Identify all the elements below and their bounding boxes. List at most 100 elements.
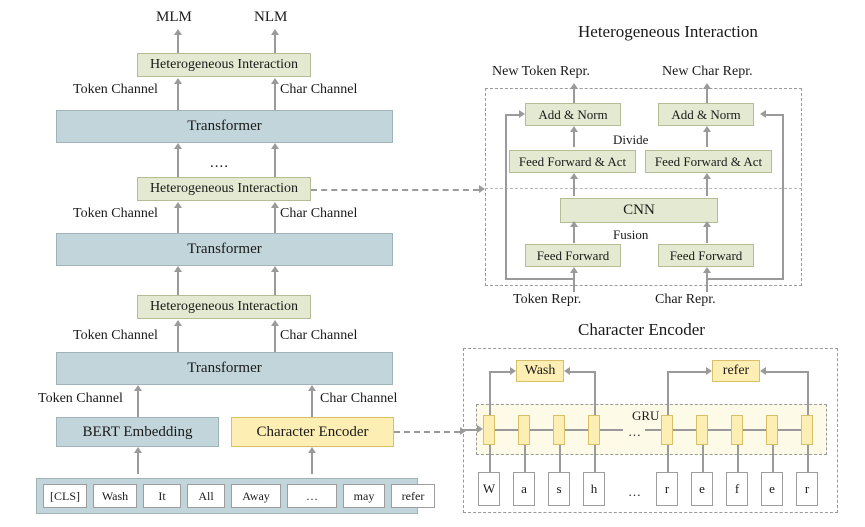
arrow-head-t1-right (271, 78, 279, 84)
char-cell[interactable]: r (796, 472, 818, 506)
wash-agg-left-hline (489, 371, 510, 373)
gru-cell[interactable] (766, 415, 778, 445)
arrow-head-nlm (271, 29, 279, 35)
char-row-ellipsis: … (628, 484, 642, 499)
arrow-line-new-token (573, 88, 575, 106)
gru-cell[interactable] (588, 415, 600, 445)
arrow-head-t3-left (174, 320, 182, 326)
char-cell[interactable]: s (548, 472, 570, 506)
interaction-panel-title: Heterogeneous Interaction (578, 22, 758, 41)
arrow-line-nlm (274, 34, 276, 53)
char-to-gru-line (702, 445, 704, 472)
char-cell[interactable]: r (656, 472, 678, 506)
gru-row-ellipsis: … (628, 424, 642, 439)
add-norm-char-label: Add & Norm (671, 107, 741, 122)
token-cell[interactable]: All (187, 484, 225, 508)
gru-cell[interactable] (801, 415, 813, 445)
gru-cell[interactable] (731, 415, 743, 445)
heterogeneous-interaction-middle[interactable]: Heterogeneous Interaction (137, 177, 311, 201)
feed-forward-act-token[interactable]: Feed Forward & Act (509, 150, 636, 173)
token-cell[interactable]: Wash (93, 484, 137, 508)
wash-agg-right-arrow (564, 367, 570, 375)
cnn-block[interactable]: CNN (560, 198, 718, 223)
arrow-head-hi2-right (271, 143, 279, 149)
char-cell[interactable]: W (478, 472, 500, 506)
arrow-line-tokens-bert (137, 452, 139, 474)
gru-input-line (463, 429, 477, 431)
arrow-line-t1-right (274, 83, 276, 110)
char-cell[interactable]: e (761, 472, 783, 506)
token-cell[interactable]: refer (391, 484, 435, 508)
arrow-head-ff-token-cnn (570, 221, 578, 227)
refer-agg-left-arrow (706, 367, 712, 375)
char-cell[interactable]: a (513, 472, 535, 506)
arrow-line-char-repr-in (706, 272, 708, 292)
token-cell[interactable]: … (287, 484, 337, 508)
gru-cell[interactable] (553, 415, 565, 445)
gru-cell[interactable] (661, 415, 673, 445)
word-box-wash[interactable]: Wash (516, 360, 564, 382)
feed-forward-char[interactable]: Feed Forward (658, 244, 754, 267)
arrow-line-cnn-token (573, 178, 575, 196)
char-cell[interactable]: e (691, 472, 713, 506)
char-cell[interactable]: h (583, 472, 605, 506)
new-token-repr-label: New Token Repr. (492, 64, 590, 79)
feed-forward-token[interactable]: Feed Forward (525, 244, 621, 267)
gru-cell[interactable] (518, 415, 530, 445)
arrow-head-tokens-charenc (308, 447, 316, 453)
char-to-gru-line (737, 445, 739, 472)
token-cell[interactable]: It (143, 484, 181, 508)
arrow-head-hi3-right (271, 266, 279, 272)
transformer-block-1[interactable]: Transformer (56, 110, 393, 143)
interaction-panel-outline (485, 88, 802, 286)
output-label-mlm: MLM (156, 9, 192, 25)
heterogeneous-interaction-bottom[interactable]: Heterogeneous Interaction (137, 295, 311, 319)
gru-link (600, 429, 623, 431)
token-cell[interactable]: may (343, 484, 385, 508)
add-norm-char[interactable]: Add & Norm (658, 103, 754, 126)
add-norm-token[interactable]: Add & Norm (525, 103, 621, 126)
gru-cell[interactable] (696, 415, 708, 445)
arrow-line-ff-token-cnn (573, 226, 575, 243)
residual-token-vline (505, 114, 507, 280)
token-channel-label-3: Token Channel (73, 328, 158, 343)
feed-forward-act-char[interactable]: Feed Forward & Act (645, 150, 772, 173)
bert-embedding-block[interactable]: BERT Embedding (56, 417, 219, 447)
arrow-head-t3-right (271, 320, 279, 326)
token-cell[interactable]: [CLS] (43, 484, 87, 508)
arrow-line-cnn-char (706, 178, 708, 196)
residual-char-hline-bottom (706, 278, 784, 280)
arrow-line-t1-left (177, 83, 179, 110)
heterogeneous-interaction-top[interactable]: Heterogeneous Interaction (137, 53, 311, 77)
arrow-head-bert-up (134, 385, 142, 391)
refer-agg-right-arrow (760, 367, 766, 375)
char-to-gru-line (559, 445, 561, 472)
character-encoder-block[interactable]: Character Encoder (231, 417, 394, 447)
gru-cell[interactable] (483, 415, 495, 445)
gru-link (495, 429, 518, 431)
connector-hi-to-panel (311, 189, 479, 191)
arrow-head-hi2-left (174, 143, 182, 149)
word-box-refer[interactable]: refer (712, 360, 760, 382)
feed-forward-act-char-label: Feed Forward & Act (654, 154, 763, 169)
arrow-head-token-repr-in (570, 267, 578, 273)
residual-char-arrow (760, 110, 766, 118)
char-cell[interactable]: f (726, 472, 748, 506)
refer-agg-right-vline (807, 371, 809, 415)
char-repr-label: Char Repr. (655, 292, 716, 307)
transformer-block-2[interactable]: Transformer (56, 233, 393, 266)
char-encoder-panel-title: Character Encoder (578, 320, 705, 339)
transformer-block-3[interactable]: Transformer (56, 352, 393, 385)
token-cell[interactable]: Away (231, 484, 281, 508)
arrow-line-t3-left (177, 325, 179, 353)
arrow-head-new-token (570, 83, 578, 89)
token-channel-label-2: Token Channel (73, 206, 158, 221)
arrow-line-hi3-left (177, 271, 179, 297)
gru-link (645, 429, 661, 431)
arrow-line-hi2-left (177, 148, 179, 180)
feed-forward-char-label: Feed Forward (669, 248, 743, 263)
char-to-gru-line (594, 445, 596, 472)
char-to-gru-line (524, 445, 526, 472)
gru-link (673, 429, 696, 431)
gru-label: GRU (632, 408, 660, 423)
